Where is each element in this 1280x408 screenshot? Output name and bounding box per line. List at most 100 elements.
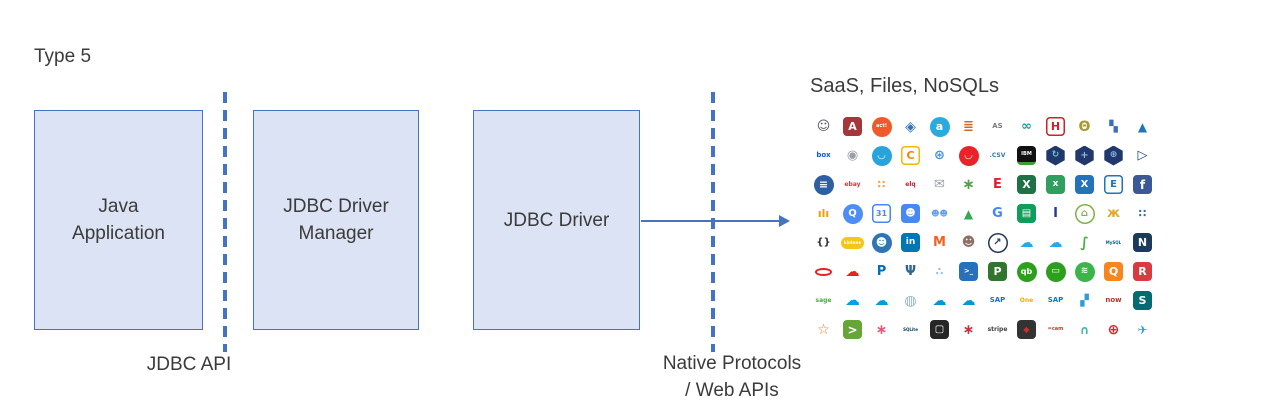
jdbc-driver-box: JDBC Driver bbox=[473, 110, 640, 330]
logo-square-pay-icon: ▢ bbox=[928, 318, 952, 342]
connection-arrow-head-icon bbox=[779, 214, 790, 227]
logo-greenhouse-circle-icon: ⌂ bbox=[1073, 202, 1097, 226]
saas-files-nosqls-title: SaaS, Files, NoSQLs bbox=[810, 75, 999, 97]
logo-act-icon: act! bbox=[870, 115, 894, 139]
logo-paypal-icon: P bbox=[876, 264, 887, 279]
logo-ms-access-icon: A bbox=[841, 115, 865, 139]
logo-google-analytics-icon: ılı bbox=[817, 207, 830, 220]
logo-r-tile-icon: R bbox=[1131, 260, 1155, 284]
logo-email-envelope-icon: ✉ bbox=[934, 177, 945, 192]
java-application-box: Java Application bbox=[34, 110, 203, 330]
logo-google-calendar-icon: 31 bbox=[870, 202, 894, 226]
logo-eloqua-icon: elq bbox=[905, 180, 916, 188]
logo-salesforce-marketing-cloud-icon: ☁ bbox=[932, 292, 947, 309]
logo-exchange-icon: X bbox=[1073, 173, 1097, 197]
logo-color-bubbles-icon: ∷ bbox=[877, 178, 886, 191]
logo-yellow-roundel-icon: Θ bbox=[1078, 118, 1091, 135]
logo-ms-project-icon: P bbox=[986, 260, 1010, 284]
logo-sketch-globe-icon: ◍ bbox=[904, 292, 917, 309]
logo-quickbooks-icon: qb bbox=[1015, 260, 1039, 284]
logo-postgresql-icon: Ψ bbox=[904, 264, 917, 279]
logo-google-g-icon: G bbox=[992, 206, 1003, 221]
logo-excel-online-icon: x bbox=[1044, 173, 1068, 197]
type-5-label: Type 5 bbox=[34, 46, 92, 67]
connection-arrow-line bbox=[641, 220, 781, 223]
jdbc-driver-label: JDBC Driver bbox=[503, 209, 610, 231]
logo-sql-analysis-services-icon: AS bbox=[992, 122, 1003, 130]
logo-hexagon-db-1-icon: ↻ bbox=[1044, 144, 1068, 168]
logo-red-cloud-icon: ☁ bbox=[845, 263, 860, 280]
logo-quickbooks-pos-icon: ▭ bbox=[1044, 260, 1068, 284]
logo-linkedin-icon: in bbox=[899, 231, 923, 255]
logo-sqlite-icon: SQLite bbox=[903, 326, 918, 332]
logo-oracle-oval-icon bbox=[812, 260, 836, 284]
logo-twitter-icon: ✈ bbox=[1137, 322, 1148, 337]
logo-powershell-icon: >_ bbox=[957, 260, 981, 284]
logo-spark-star-icon: ☆ bbox=[817, 321, 830, 338]
logo-mailchimp-monkey-icon: ☻ bbox=[961, 235, 976, 250]
logo-red-burst-icon: ∗ bbox=[962, 321, 975, 338]
logo-blue-tiles-icon: ▚ bbox=[1109, 120, 1118, 133]
logo-redshift-stack-icon: ≣ bbox=[963, 119, 974, 134]
logo-sap-icon: SAP bbox=[989, 296, 1006, 304]
logo-csv-file-icon: .CSV bbox=[989, 151, 1006, 159]
logo-mysql-icon: MySQL bbox=[1105, 239, 1122, 245]
logo-json-icon: {} bbox=[816, 236, 831, 248]
logo-google-drive-icon: ▲ bbox=[963, 206, 974, 221]
jdbc-driver-manager-label: JDBC Driver Manager bbox=[283, 196, 389, 244]
logo-hive-bee-icon: ж bbox=[1107, 206, 1120, 221]
logo-magento-icon: M bbox=[933, 235, 946, 250]
logo-dynamics-play-icon: ▷ bbox=[1137, 148, 1148, 163]
logo-bigquery-icon: Q bbox=[841, 202, 865, 226]
logo-box-icon: box bbox=[816, 151, 831, 159]
logo-splunk-icon: > bbox=[841, 318, 865, 342]
logo-twilio-icon: ⊕ bbox=[1107, 321, 1120, 338]
jdbc-driver-manager-box: JDBC Driver Manager bbox=[253, 110, 419, 330]
logo-cam-icon: =cam bbox=[1047, 326, 1064, 332]
logo-facebook-icon: f bbox=[1131, 173, 1155, 197]
logo-google-directory-icon: ☻☻ bbox=[931, 208, 948, 218]
jdbc-api-boundary-dashed-line bbox=[223, 92, 227, 352]
logo-pink-burst-icon: ∗ bbox=[875, 321, 888, 338]
logo-salesforce-service-cloud-icon: ☁ bbox=[961, 292, 976, 309]
logo-a-bubble-icon: a bbox=[928, 115, 952, 139]
logo-ldap-person-icon: ☻ bbox=[870, 231, 894, 255]
logo-green-arches-icon: ∩ bbox=[1079, 322, 1090, 337]
logo-sap-erp-icon: SAP bbox=[1047, 296, 1064, 304]
logo-navy-i-icon: I bbox=[1053, 206, 1058, 221]
logo-dynamodb-diamond-icon: ◈ bbox=[905, 118, 916, 135]
logo-hexagon-db-3-icon: ⊕ bbox=[1102, 144, 1126, 168]
logo-blue-wave-circle-icon: ◡ bbox=[870, 144, 894, 168]
logo-google-contacts-icon: ☻ bbox=[899, 202, 923, 226]
logo-sharepoint-icon: S bbox=[1131, 289, 1155, 313]
logo-sap-business-one-icon: One bbox=[1019, 296, 1034, 304]
logo-ibm-db2-icon: IBM bbox=[1015, 144, 1039, 168]
logo-yellow-c-icon: C bbox=[899, 144, 923, 168]
logo-alteryx-loops-icon: ∞ bbox=[1021, 119, 1032, 134]
native-protocols-label: Native Protocols / Web APIs bbox=[662, 353, 802, 401]
logo-robot-icon: ☺ bbox=[816, 119, 831, 134]
logo-ms-invoice-cloud-icon: ☁ bbox=[1019, 234, 1034, 251]
logo-planet-icon: ⊛ bbox=[934, 148, 945, 163]
logo-database-stack-icon: ≡ bbox=[812, 173, 836, 197]
logo-servicenow-icon: now bbox=[1105, 296, 1122, 304]
logo-presto-dots-icon: ∴ bbox=[935, 265, 944, 278]
logo-kintone-icon: kintone bbox=[841, 231, 865, 255]
logo-marketo-chart-icon: ↗ bbox=[986, 231, 1010, 255]
logo-excel-icon: X bbox=[1015, 173, 1039, 197]
logo-sage-icon: sage bbox=[815, 296, 832, 304]
logo-diagonal-dots-icon: ∷ bbox=[1138, 207, 1147, 220]
logo-cassandra-eye-icon: ◉ bbox=[846, 148, 859, 163]
logo-azure-icon: ▲ bbox=[1137, 119, 1148, 134]
logo-blue-mosaic-icon: ▞ bbox=[1080, 294, 1089, 307]
logo-salesforce-chatter-icon: ☁ bbox=[874, 292, 889, 309]
logo-exchange-online-icon: E bbox=[1102, 173, 1126, 197]
logo-ebay-icon: ebay bbox=[844, 180, 861, 188]
logo-google-sheets-icon: ▤ bbox=[1015, 202, 1039, 226]
logo-dark-cube-icon: ◆ bbox=[1015, 318, 1039, 342]
jdbc-api-label: JDBC API bbox=[146, 354, 232, 375]
logo-couchbase-icon: ◡ bbox=[957, 144, 981, 168]
logo-ms-expense-cloud-icon: ☁ bbox=[1048, 234, 1063, 251]
logo-red-h-icon: H bbox=[1044, 115, 1068, 139]
